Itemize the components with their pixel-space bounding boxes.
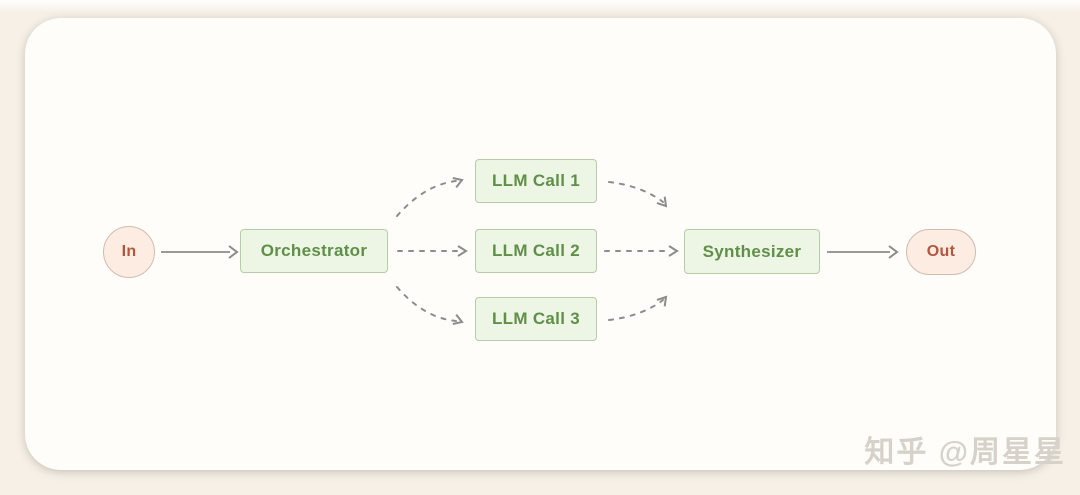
node-in-label: In — [121, 243, 137, 260]
node-orchestrator: Orchestrator — [240, 229, 388, 273]
node-llm-call-2-label: LLM Call 2 — [491, 241, 580, 260]
node-llm-call-1-label: LLM Call 1 — [491, 171, 580, 190]
node-llm-call-3: LLM Call 3 — [475, 297, 597, 341]
node-synthesizer-label: Synthesizer — [702, 241, 802, 261]
top-edge-fade — [0, 0, 1080, 12]
node-llm-call-2: LLM Call 2 — [475, 229, 597, 273]
node-out: Out — [906, 229, 976, 275]
node-llm-call-1: LLM Call 1 — [475, 159, 597, 203]
node-llm-call-3-label: LLM Call 3 — [491, 309, 580, 328]
node-in: In — [103, 226, 155, 278]
node-synthesizer: Synthesizer — [684, 229, 820, 274]
node-orchestrator-label: Orchestrator — [260, 241, 368, 260]
zhihu-watermark: 知乎 @周星星 — [864, 436, 1066, 469]
node-out-label: Out — [926, 243, 956, 260]
